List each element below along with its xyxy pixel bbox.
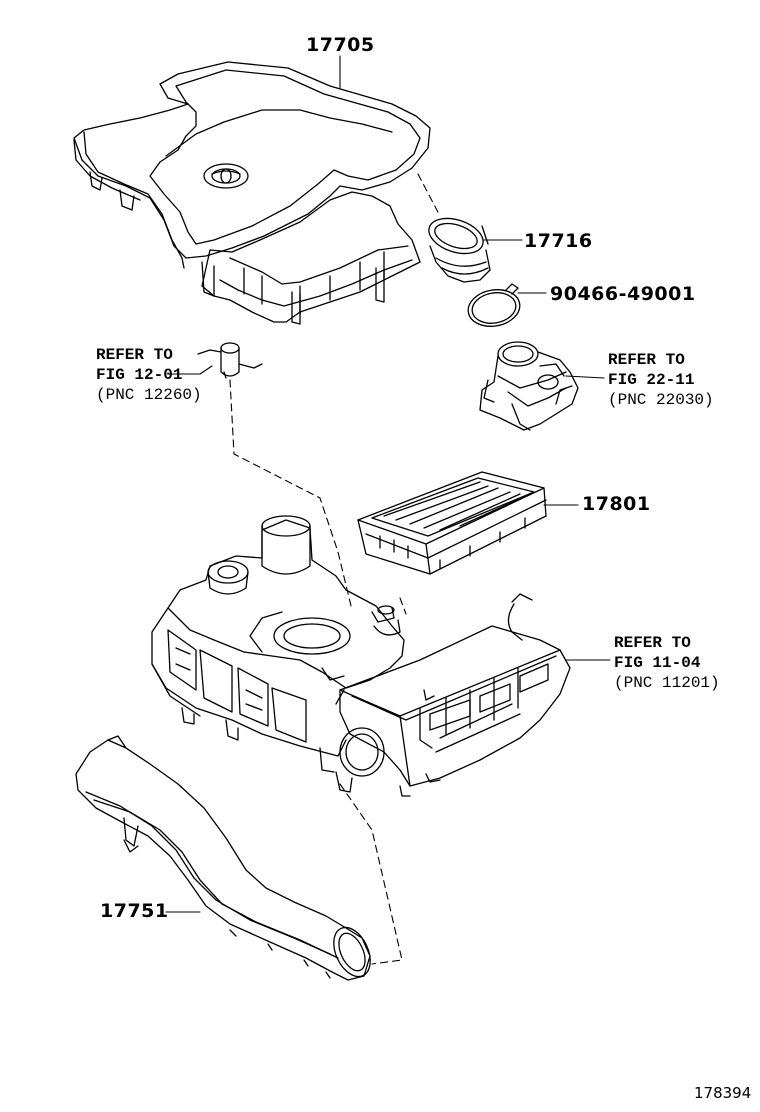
- part-number-17751: 17751: [100, 900, 169, 922]
- figure-id: 178394: [694, 1084, 752, 1102]
- ref-line-2: FIG 12-01: [96, 366, 183, 384]
- ref-line-2: FIG 11-04: [614, 654, 701, 672]
- leader-lines: [165, 55, 611, 913]
- ref-line-1: REFER TO: [96, 346, 173, 364]
- ref-line-3: (PNC 11201): [614, 674, 720, 692]
- cleaner-lid: [201, 191, 421, 325]
- part-number-17705: 17705: [306, 34, 375, 56]
- intake-duct-17751: [75, 735, 371, 981]
- reference-fig-12-01: REFER TO FIG 12-01 (PNC 12260): [96, 345, 202, 405]
- cleaner-cover-17705: [73, 61, 431, 269]
- part-number-90466-49001: 90466-49001: [550, 283, 696, 305]
- part-number-17801: 17801: [582, 493, 651, 515]
- cleaner-case: [151, 515, 571, 797]
- airflow-sensor: [197, 342, 263, 379]
- ref-line-1: REFER TO: [608, 351, 685, 369]
- ref-line-2: FIG 22-11: [608, 371, 695, 389]
- clamp-90466-49001: [467, 283, 521, 327]
- assembly-dash-lines: [229, 173, 441, 965]
- reference-fig-11-04: REFER TO FIG 11-04 (PNC 11201): [614, 633, 720, 693]
- ref-line-3: (PNC 12260): [96, 386, 202, 404]
- ref-line-1: REFER TO: [614, 634, 691, 652]
- filter-element-17801: [357, 471, 547, 575]
- reference-fig-22-11: REFER TO FIG 22-11 (PNC 22030): [608, 350, 714, 410]
- ref-line-3: (PNC 22030): [608, 391, 714, 409]
- hose-17716: [428, 217, 491, 283]
- throttle-body: [479, 341, 579, 431]
- part-number-17716: 17716: [524, 230, 593, 252]
